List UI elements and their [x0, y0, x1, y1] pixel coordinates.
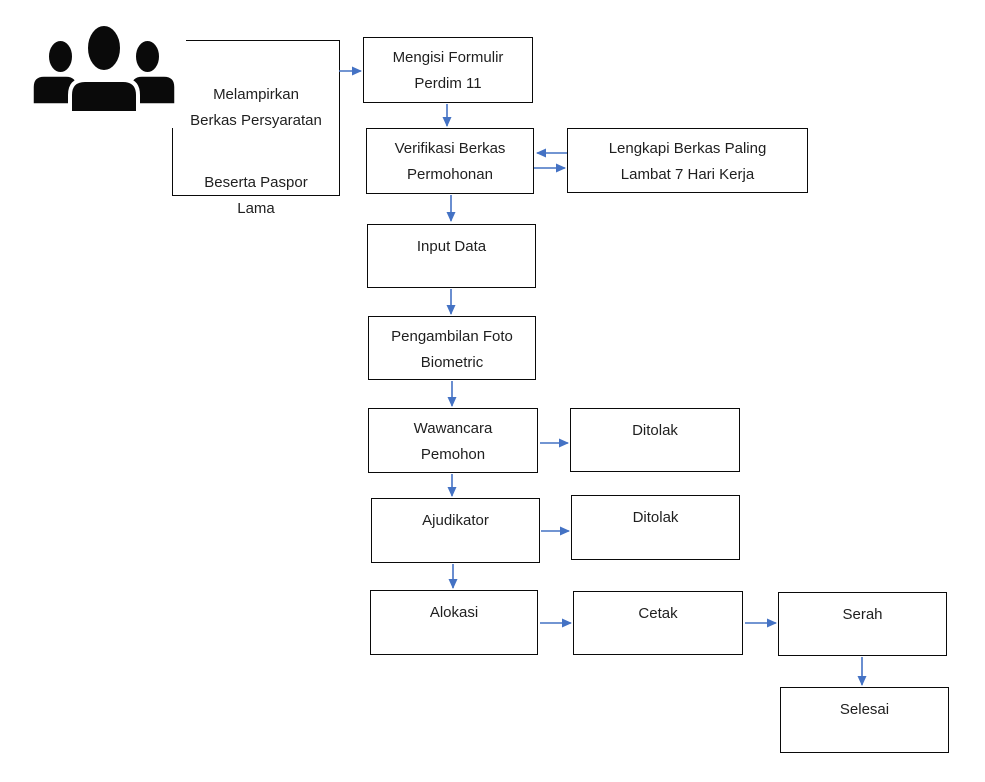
node-text-paragraph: Melampirkan Berkas Persyaratan — [190, 86, 322, 129]
node-label: Ditolak — [632, 509, 679, 526]
node-selesai: Selesai — [780, 687, 949, 753]
node-input-data: Input Data — [367, 224, 536, 288]
node-alokasi: Alokasi — [370, 590, 538, 655]
node-label: Mengisi Formulir Perdim 11 — [392, 49, 504, 92]
people-icon — [28, 18, 186, 128]
node-label: Verifikasi Berkas Permohonan — [394, 140, 506, 183]
node-ditolak-wawancara: Ditolak — [570, 408, 740, 472]
node-label: Cetak — [638, 605, 678, 622]
node-wawancara-pemohon: Wawancara Pemohon — [368, 408, 538, 473]
node-label: Serah — [842, 606, 883, 623]
node-label: Pengambilan Foto Biometric — [391, 328, 513, 371]
node-ajudikator: Ajudikator — [371, 498, 540, 563]
person-right-head — [133, 38, 162, 75]
node-verifikasi-berkas: Verifikasi Berkas Permohonan — [366, 128, 534, 194]
node-label: Ajudikator — [422, 512, 489, 529]
person-center-body — [68, 78, 140, 115]
node-mengisi-formulir: Mengisi Formulir Perdim 11 — [363, 37, 533, 103]
node-label: Wawancara Pemohon — [413, 420, 493, 463]
node-label: Input Data — [416, 238, 487, 255]
people-icon-svg — [30, 23, 178, 115]
node-lengkapi-berkas: Lengkapi Berkas Paling Lambat 7 Hari Ker… — [567, 128, 808, 193]
node-label: Melampirkan Berkas Persyaratan Beserta P… — [173, 41, 339, 248]
person-left-head — [46, 38, 75, 75]
node-cetak: Cetak — [573, 591, 743, 655]
node-text-paragraph: Beserta Paspor Lama — [204, 174, 308, 217]
node-pengambilan-foto: Pengambilan Foto Biometric — [368, 316, 536, 380]
node-label: Ditolak — [632, 422, 678, 439]
node-serah: Serah — [778, 592, 947, 656]
node-melampirkan-berkas: Melampirkan Berkas Persyaratan Beserta P… — [172, 40, 340, 217]
node-label: Alokasi — [429, 604, 479, 621]
node-ditolak-ajudikator: Ditolak — [571, 495, 740, 560]
node-label: Selesai — [839, 701, 890, 718]
node-label: Lengkapi Berkas Paling Lambat 7 Hari Ker… — [608, 140, 767, 183]
person-center-head — [84, 23, 124, 74]
